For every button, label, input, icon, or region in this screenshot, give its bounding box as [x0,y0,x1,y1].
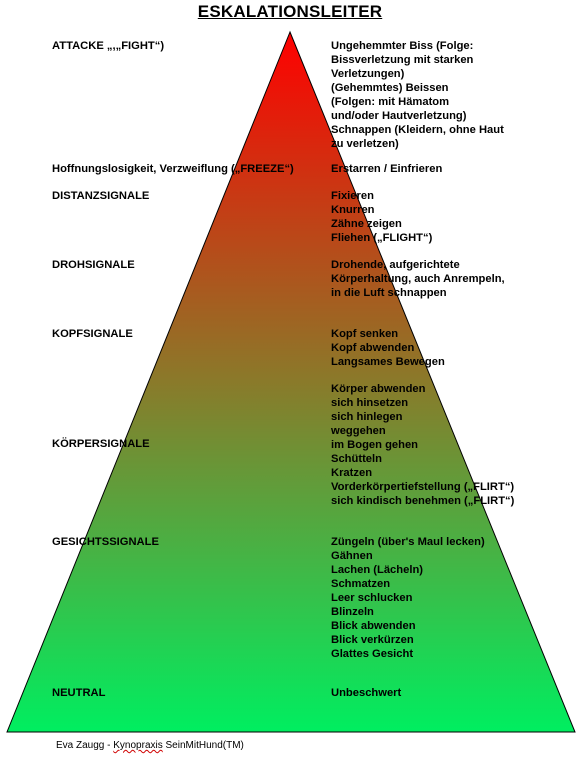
desc-line: Blick abwenden [331,620,416,632]
desc-line: Leer schlucken [331,592,413,604]
desc-line: Gähnen [331,550,373,562]
level-label-neutral: NEUTRAL [52,687,106,699]
desc-line: Langsames Bewegen [331,356,445,368]
desc-line: Erstarren / Einfrieren [331,163,443,175]
level-desc-freeze: Erstarren / Einfrieren [331,162,442,176]
desc-line: (Gehemmtes) Beissen [331,82,449,94]
level-desc-distanzsignale: Fixieren Knurren Zähne zeigen Fliehen („… [331,189,432,245]
desc-line: sich hinlegen [331,411,403,423]
desc-line: Zähne zeigen [331,218,402,230]
desc-line: Verletzungen) [331,68,405,80]
desc-line: Kopf senken [331,328,399,340]
desc-line: Körperhaltung, auch Anrempeln, [331,273,505,285]
level-label-distanzsignale: DISTANZSIGNALE [52,190,150,202]
level-desc-attacke: Ungehemmter Biss (Folge: Bissverletzung … [331,39,504,151]
desc-line: Bissverletzung mit starken [331,54,474,66]
level-label-kopfsignale: KOPFSIGNALE [52,328,133,340]
desc-line: Vorderkörpertiefstellung („FLIRT“) [331,481,515,493]
desc-line: weggehen [331,425,386,437]
desc-line: Kratzen [331,467,373,479]
desc-line: Schütteln [331,453,382,465]
pyramid-triangle [6,30,576,733]
level-desc-gesichtssignale: Züngeln (über's Maul lecken) Gähnen Lach… [331,535,485,661]
level-label-koerpersignale: KÖRPERSIGNALE [52,438,150,450]
level-label-attacke: ATTACKE „,„FIGHT“) [52,40,165,52]
desc-line: sich hinsetzen [331,397,409,409]
desc-line: Schmatzen [331,578,391,590]
level-desc-neutral: Unbeschwert [331,686,401,700]
page-title: ESKALATIONSLEITER [197,2,383,21]
desc-line: Züngeln (über's Maul lecken) [331,536,485,548]
desc-line: in die Luft schnappen [331,287,447,299]
desc-line: Fliehen („FLIGHT“) [331,232,433,244]
desc-line: Kopf abwenden [331,342,415,354]
level-label-drohsignale: DROHSIGNALE [52,259,135,271]
desc-line: Glattes Gesicht [331,648,414,660]
desc-line: Unbeschwert [331,687,402,699]
level-desc-koerpersignale: Körper abwenden sich hinsetzen sich hinl… [331,382,514,508]
footer-suffix: SeinMitHund(TM) [162,740,244,751]
desc-line: im Bogen gehen [331,439,419,451]
desc-line: zu verletzen) [331,138,399,150]
desc-line: Knurren [331,204,375,216]
desc-line: Körper abwenden [331,383,426,395]
level-label-freeze: Hoffnungslosigkeit, Verzweiflung („FREEZ… [52,163,294,175]
desc-line: (Folgen: mit Hämatom [331,96,450,108]
level-desc-drohsignale: Drohende, aufgerichtete Körperhaltung, a… [331,258,505,300]
desc-line: Blick verkürzen [331,634,414,646]
level-desc-kopfsignale: Kopf senken Kopf abwenden Langsames Bewe… [331,327,445,369]
desc-line: Lachen (Lächeln) [331,564,424,576]
footer-prefix: Eva Zaugg - [56,740,114,751]
level-label-gesichtssignale: GESICHTSSIGNALE [52,536,159,548]
footer-brand: Kynopraxis [113,740,163,751]
desc-line: Blinzeln [331,606,374,618]
desc-line: Drohende, aufgerichtete [331,259,460,271]
desc-line: Fixieren [331,190,374,202]
desc-line: Schnappen (Kleidern, ohne Haut [331,124,504,136]
desc-line: Ungehemmter Biss (Folge: [331,40,474,52]
footer-credit: Eva Zaugg - Kynopraxis SeinMitHund(TM) [56,740,244,751]
desc-line: und/oder Hautverletzung) [331,110,467,122]
desc-line: sich kindisch benehmen („FLIRT“) [331,495,515,507]
